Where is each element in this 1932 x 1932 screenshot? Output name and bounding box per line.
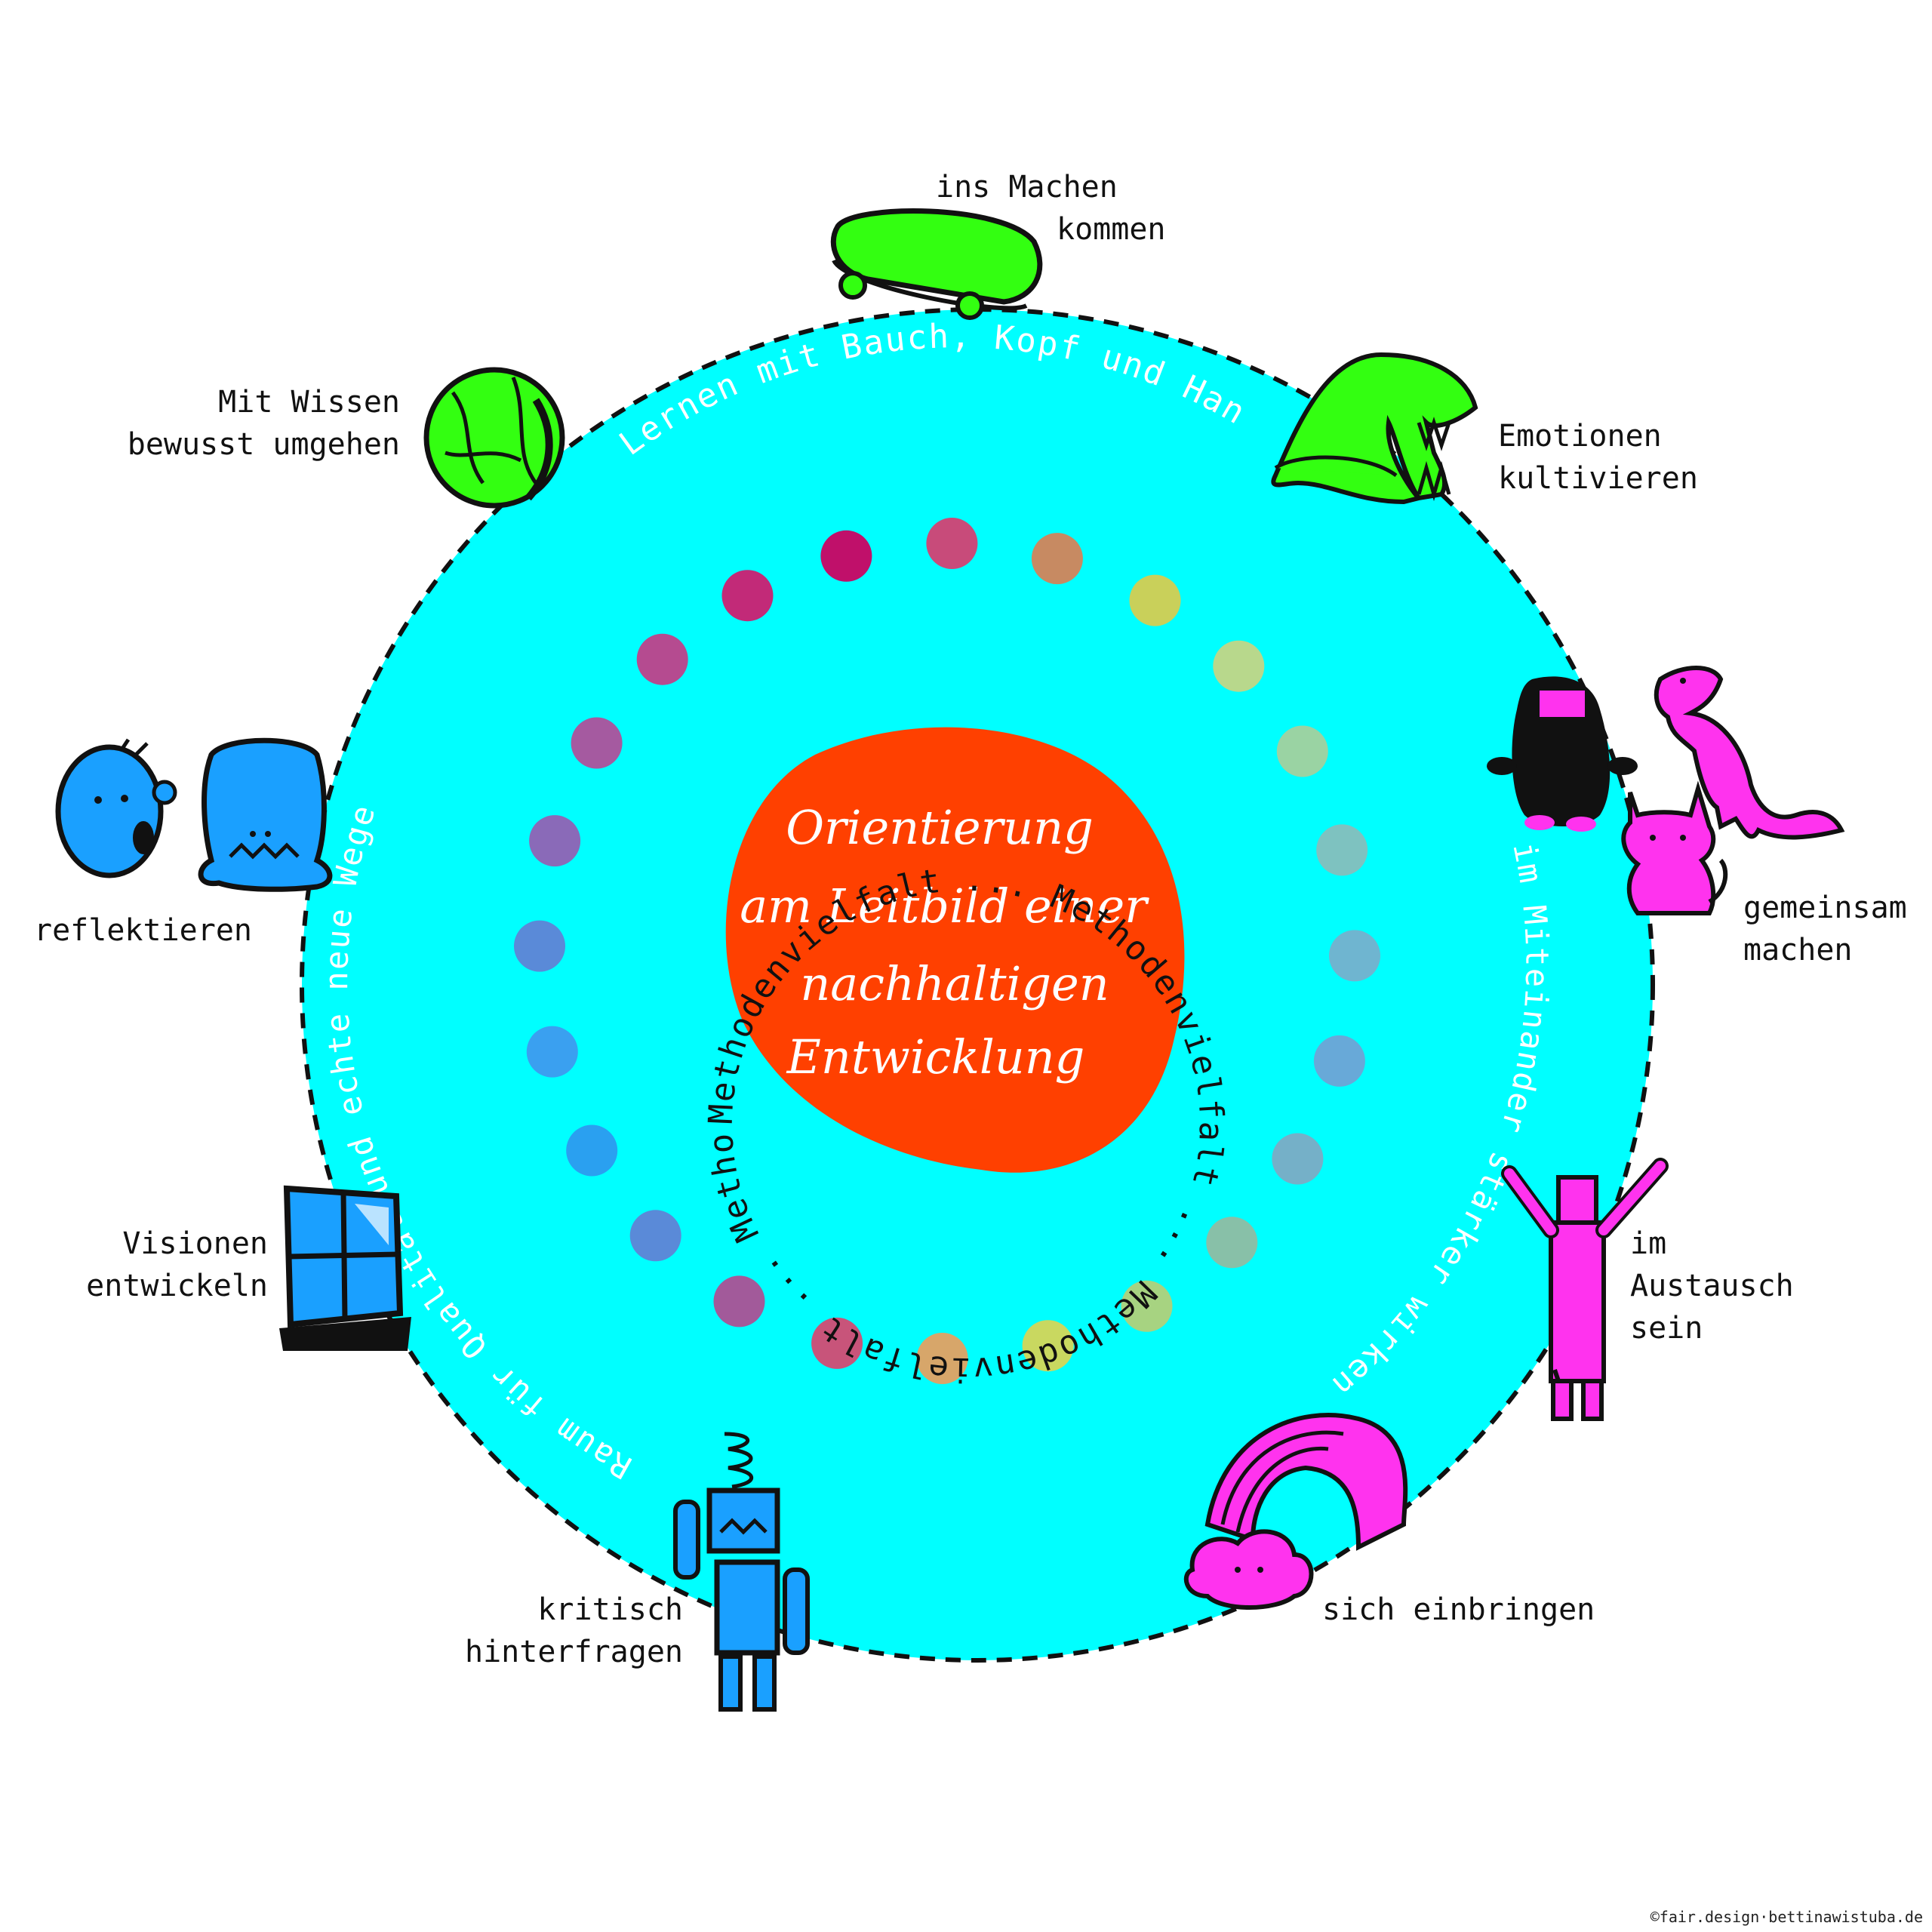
label-gemeinsam: gemeinsam machen bbox=[1743, 887, 1907, 971]
ring-dot bbox=[713, 1275, 765, 1327]
label-visionen: Visionen entwickeln bbox=[75, 1223, 268, 1307]
center-blob bbox=[725, 727, 1185, 1173]
ring-dot bbox=[1276, 725, 1328, 777]
ring-dot bbox=[636, 633, 688, 685]
ring-dot bbox=[926, 518, 978, 569]
globe-icon bbox=[423, 367, 565, 509]
label-austausch-line-1: im bbox=[1630, 1226, 1667, 1261]
dot-ring bbox=[514, 518, 1380, 1384]
cat-icon bbox=[1621, 780, 1728, 915]
label-kritisch: kritisch hinterfragen bbox=[423, 1589, 683, 1673]
blob-creature-icon bbox=[198, 737, 333, 892]
ring-dot bbox=[529, 815, 581, 867]
label-reflektieren-line-1: reflektieren bbox=[34, 913, 252, 948]
ring-dot bbox=[629, 1210, 681, 1262]
ring-dot bbox=[1206, 1217, 1258, 1269]
copyright-credit: ©fair.design·bettinawistuba.de bbox=[1650, 1908, 1923, 1926]
label-emotionen-line-2: kultivieren bbox=[1498, 461, 1698, 496]
ring-dot bbox=[1316, 824, 1368, 876]
label-visionen-line-1: Visionen bbox=[122, 1226, 268, 1261]
label-kritisch-line-2: hinterfragen bbox=[465, 1635, 683, 1669]
window-icon bbox=[279, 1185, 411, 1351]
ring-dot bbox=[1129, 574, 1181, 626]
label-austausch-line-2: Austausch bbox=[1630, 1269, 1794, 1303]
ring-dot bbox=[566, 1124, 618, 1177]
ring-dot bbox=[526, 1026, 578, 1078]
label-gemeinsam-line-1: gemeinsam bbox=[1743, 891, 1907, 925]
label-wissen-line-1: Mit Wissen bbox=[218, 385, 400, 420]
knit-figure-icon bbox=[1501, 1158, 1669, 1421]
label-gemeinsam-line-2: machen bbox=[1743, 933, 1853, 968]
ring-dot bbox=[811, 1317, 863, 1369]
center-line-4: Entwicklung bbox=[786, 1029, 1085, 1084]
label-machen-line-1: ins Machen bbox=[936, 170, 1118, 205]
ring-dot bbox=[1121, 1280, 1173, 1332]
ring-dot bbox=[1329, 930, 1380, 982]
center-text: Orientierung am Leitbild einer nachhalti… bbox=[740, 800, 1149, 1084]
label-austausch: im Austausch sein bbox=[1630, 1223, 1794, 1349]
ring-dot bbox=[571, 717, 623, 769]
ring-dot bbox=[721, 570, 774, 622]
face-icon bbox=[55, 738, 177, 878]
ring-dot bbox=[1022, 1320, 1074, 1372]
ring-dot bbox=[1272, 1133, 1324, 1185]
ring-dot bbox=[1031, 533, 1083, 585]
label-einbringen-line-1: sich einbringen bbox=[1322, 1592, 1595, 1627]
label-emotionen-line-1: Emotionen bbox=[1498, 419, 1662, 454]
dinosaur-icon bbox=[1654, 666, 1845, 840]
label-einbringen: sich einbringen bbox=[1322, 1589, 1595, 1631]
ring-dot bbox=[820, 530, 872, 582]
penguin-icon bbox=[1487, 676, 1638, 832]
ring-dot bbox=[1213, 640, 1265, 692]
label-machen: ins Machen kommen bbox=[936, 166, 1166, 251]
label-kritisch-line-1: kritisch bbox=[537, 1592, 683, 1627]
monster-icon bbox=[1271, 352, 1478, 505]
label-wissen: Mit Wissen bewusst umgehen bbox=[83, 381, 400, 466]
ring-dot bbox=[916, 1333, 968, 1384]
label-machen-line-2: kommen bbox=[1057, 212, 1166, 247]
cloud-icon bbox=[1183, 1529, 1314, 1610]
label-emotionen: Emotionen kultivieren bbox=[1498, 415, 1698, 500]
center-line-2: am Leitbild einer bbox=[740, 878, 1149, 934]
ring-dot bbox=[514, 920, 565, 972]
robot-icon bbox=[673, 1432, 810, 1712]
label-visionen-line-2: entwickeln bbox=[86, 1269, 268, 1303]
skateboard-icon bbox=[830, 208, 1043, 320]
center-line-3: nachhaltigen bbox=[800, 956, 1109, 1011]
label-reflektieren: reflektieren bbox=[34, 909, 252, 952]
ring-dot bbox=[1313, 1035, 1365, 1087]
center-line-1: Orientierung bbox=[786, 800, 1094, 855]
label-austausch-line-3: sein bbox=[1630, 1311, 1703, 1346]
rainbow-icon bbox=[1204, 1413, 1408, 1551]
label-wissen-line-2: bewusst umgehen bbox=[127, 427, 400, 462]
